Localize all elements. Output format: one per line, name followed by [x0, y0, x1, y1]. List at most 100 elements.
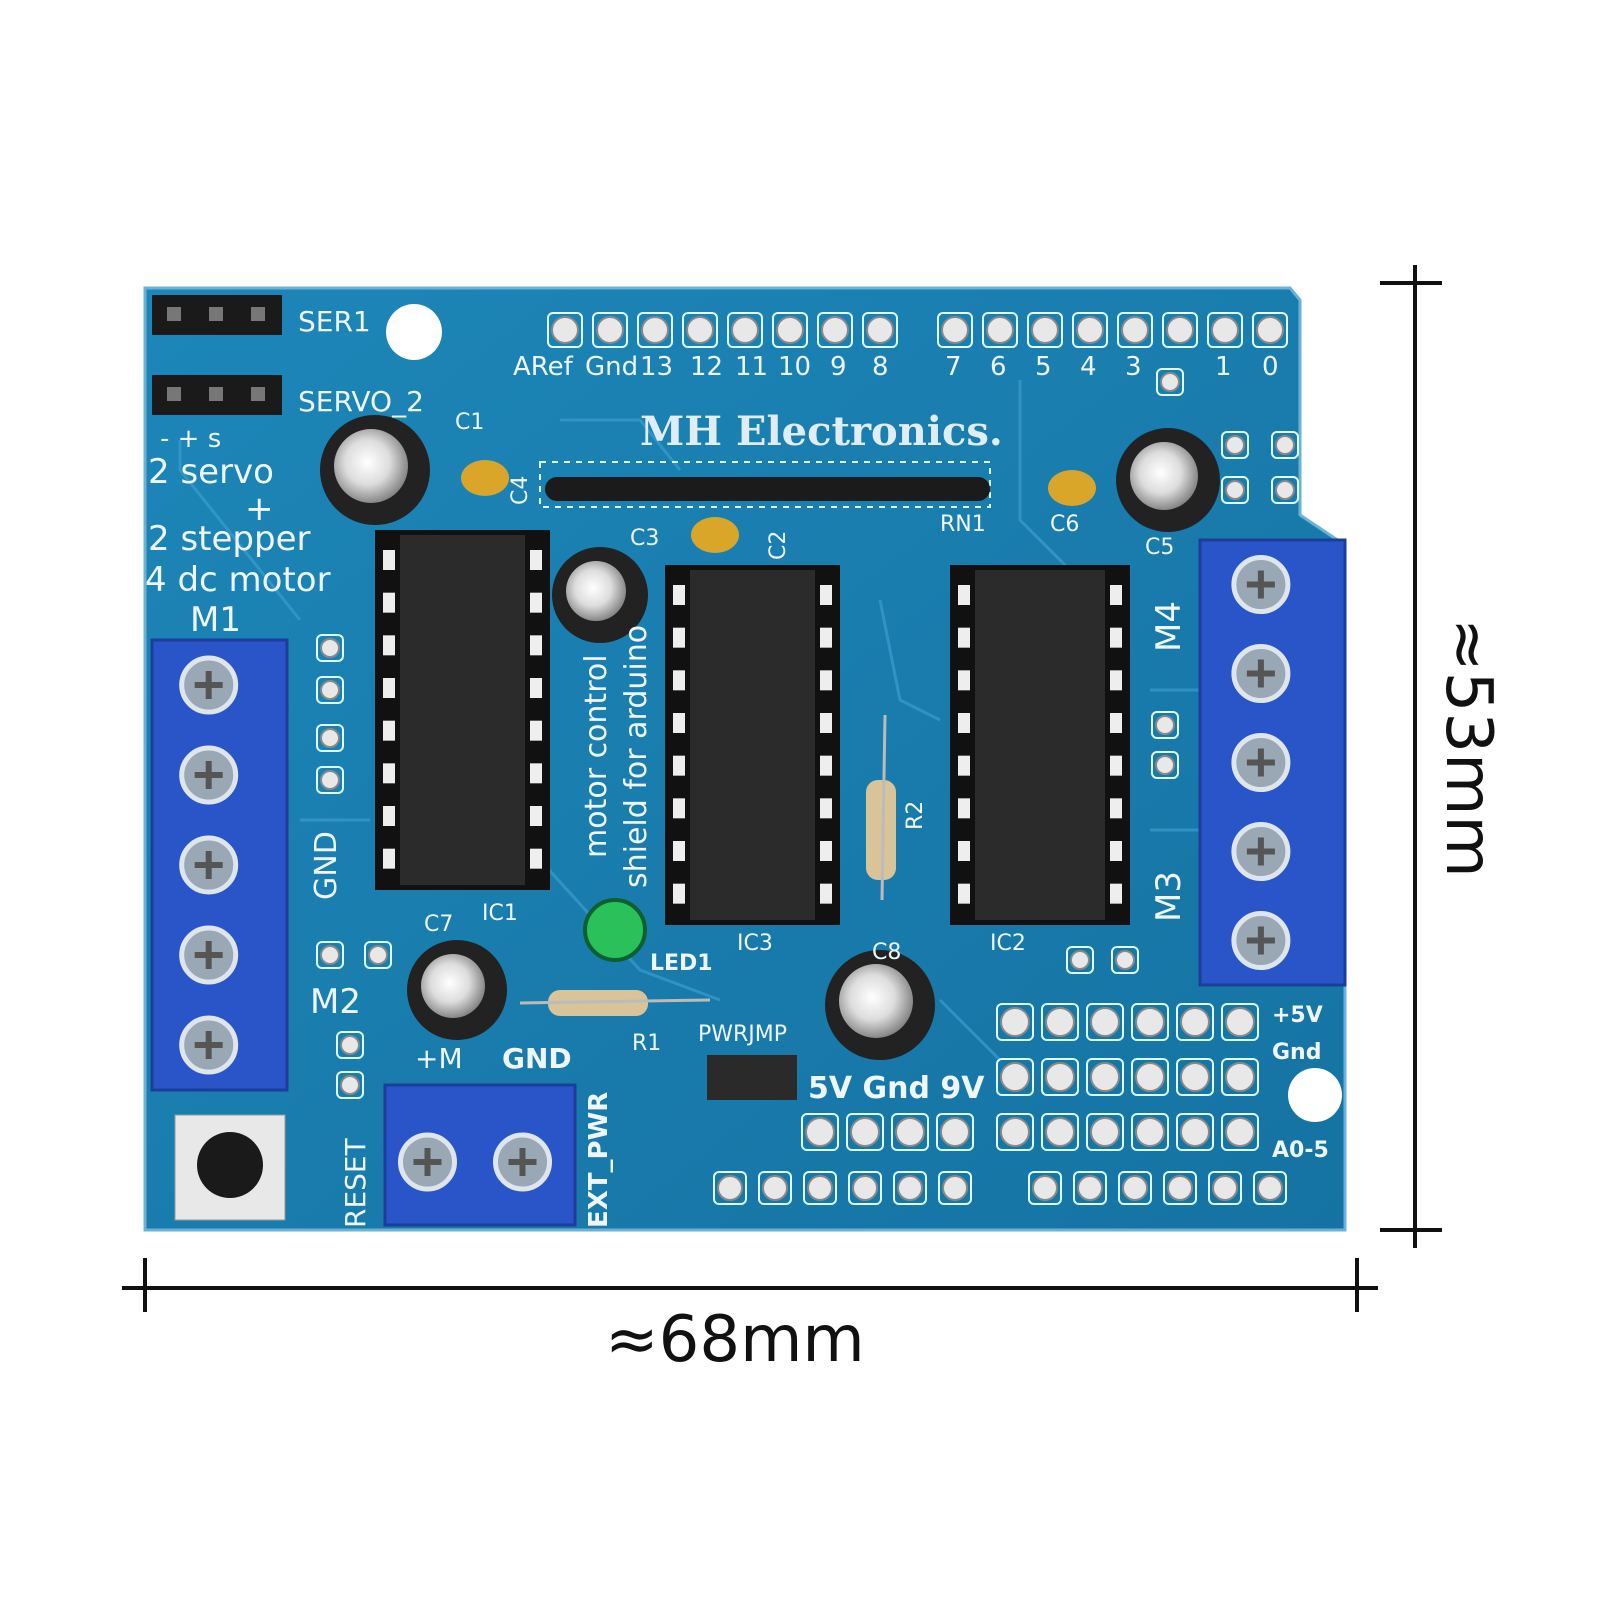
solder-pad	[1180, 1117, 1210, 1147]
rail-label: A0-5	[1272, 1138, 1329, 1163]
label-c5: C5	[1145, 535, 1175, 560]
header-pin	[547, 312, 583, 348]
proto-hole	[1041, 1113, 1079, 1151]
capability-line: +	[245, 489, 274, 529]
solder-pad	[941, 316, 969, 344]
solder-pad	[1070, 950, 1090, 970]
pin-label: 4	[1080, 352, 1097, 382]
header-pin	[1028, 1171, 1062, 1205]
pin-label: 7	[945, 352, 962, 382]
label-ic3: IC3	[737, 931, 773, 956]
solder-pad	[1275, 480, 1295, 500]
header-pin	[862, 312, 898, 348]
solder-pad	[1225, 435, 1245, 455]
solder-pad	[1045, 1062, 1075, 1092]
width-dimension: ≈68mm	[605, 1303, 865, 1377]
subtitle-line-1: motor control	[579, 654, 614, 858]
solder-pad	[320, 770, 340, 790]
power-jumper[interactable]	[707, 1055, 797, 1100]
servo-polarity: - + s	[160, 424, 222, 454]
solder-pad	[762, 1175, 788, 1201]
header-pin	[817, 312, 853, 348]
label-ic2: IC2	[990, 931, 1026, 956]
brand-label: MH Electronics.	[640, 408, 1003, 455]
solder-pad	[940, 1117, 970, 1147]
via-pad	[336, 1031, 364, 1059]
proto-hole	[1221, 1113, 1259, 1151]
solder-pad	[1076, 316, 1104, 344]
solder-pad	[1000, 1117, 1030, 1147]
solder-pad	[596, 316, 624, 344]
header-pin	[937, 312, 973, 348]
solder-pad	[320, 638, 340, 658]
solder-pad	[1077, 1175, 1103, 1201]
header-pin	[1163, 1171, 1197, 1205]
via-pad	[316, 941, 344, 969]
solder-pad	[866, 316, 894, 344]
capability-line: 2 stepper	[148, 519, 311, 559]
header-pin	[1072, 312, 1108, 348]
proto-hole	[1176, 1113, 1214, 1151]
proto-hole	[801, 1113, 839, 1151]
subtitle-line-2: shield for arduino	[619, 624, 654, 888]
label-c8: C8	[872, 940, 902, 965]
proto-hole	[1131, 1113, 1169, 1151]
via-pad	[1151, 751, 1179, 779]
label-ic1: IC1	[482, 901, 518, 926]
label-c6: C6	[1050, 512, 1080, 537]
port-label-m4: M4	[1149, 601, 1189, 652]
solder-pad	[340, 1035, 360, 1055]
via-pad	[316, 676, 344, 704]
proto-hole	[1086, 1003, 1124, 1041]
via-pad	[1111, 946, 1139, 974]
pin-label: Gnd	[585, 352, 639, 382]
proto-hole	[996, 1058, 1034, 1096]
solder-pad	[1000, 1007, 1030, 1037]
solder-pad	[320, 728, 340, 748]
pin-label: 6	[990, 352, 1007, 382]
solder-pad	[1090, 1117, 1120, 1147]
header-pin	[637, 312, 673, 348]
proto-hole	[996, 1003, 1034, 1041]
ic-chip	[400, 535, 525, 885]
via-pad	[1221, 476, 1249, 504]
solder-pad	[1090, 1007, 1120, 1037]
rail-label: Gnd	[1272, 1040, 1322, 1065]
pin-label: 12	[690, 352, 724, 382]
led-green	[583, 898, 647, 962]
header-pin	[1118, 1171, 1152, 1205]
solder-pad	[641, 316, 669, 344]
label-rn1: RN1	[940, 512, 986, 537]
solder-pad	[340, 1075, 360, 1095]
proto-hole	[1041, 1058, 1079, 1096]
via-pad	[336, 1071, 364, 1099]
label-c4: C4	[508, 475, 533, 505]
ceramic-capacitor	[691, 517, 739, 553]
solder-pad	[1135, 1007, 1165, 1037]
subtitle-line: motor control	[579, 654, 786, 888]
via-pad	[1271, 431, 1299, 459]
solder-pad	[942, 1175, 968, 1201]
solder-pad	[1275, 435, 1295, 455]
proto-hole	[891, 1113, 929, 1151]
proto-hole	[1221, 1003, 1259, 1041]
solder-pad	[731, 316, 759, 344]
header-pin	[727, 312, 763, 348]
solder-pad	[1045, 1007, 1075, 1037]
solder-pad	[895, 1117, 925, 1147]
solder-pad	[986, 316, 1014, 344]
via-pad	[1151, 711, 1179, 739]
header-label-ser1: SER1	[298, 305, 371, 338]
proto-hole	[1041, 1003, 1079, 1041]
label-r2: R2	[903, 800, 928, 830]
proto-hole	[1086, 1113, 1124, 1151]
solder-pad	[852, 1175, 878, 1201]
capability-line: 2 servo	[148, 452, 274, 492]
solder-pad	[1045, 1117, 1075, 1147]
header-pin	[713, 1171, 747, 1205]
pin-label: 9	[830, 352, 847, 382]
solder-pad	[821, 316, 849, 344]
header-pin	[1027, 312, 1063, 348]
pin-label: 5	[1035, 352, 1052, 382]
